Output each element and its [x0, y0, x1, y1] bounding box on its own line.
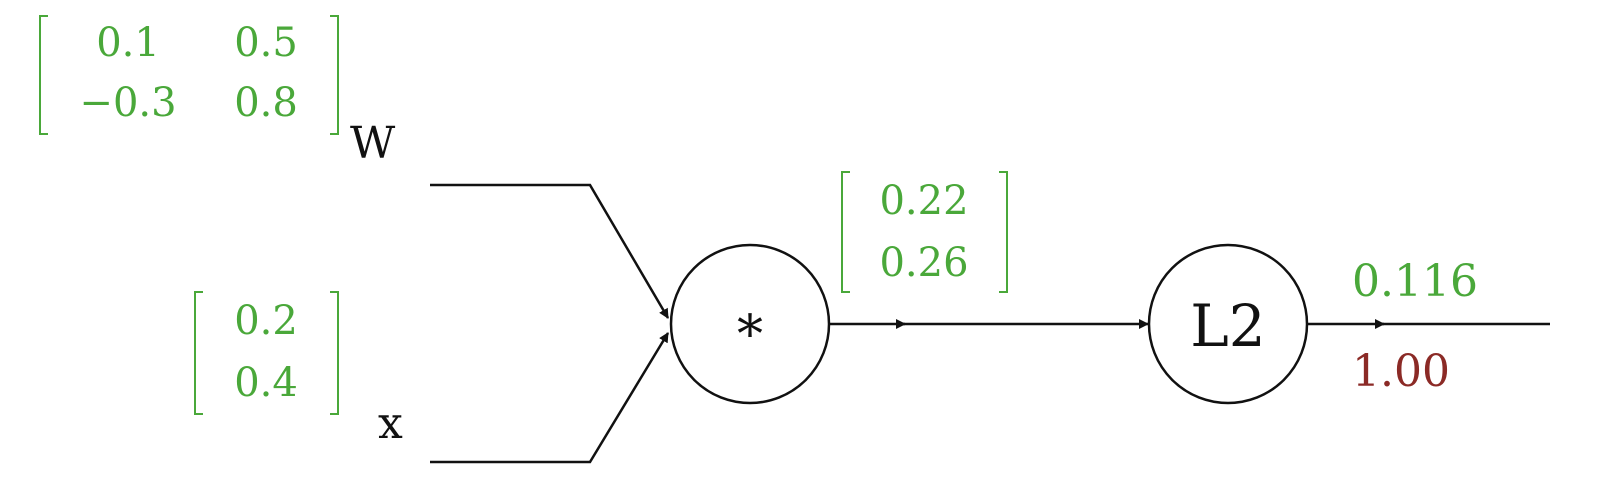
x-vector-r2: 0.4: [234, 360, 298, 406]
x-vector: 0.2 0.4: [194, 291, 339, 415]
multiply-output-right-bracket: [999, 171, 1008, 293]
multiply-output-r2: 0.26: [879, 240, 968, 286]
multiply-output-left-bracket: [841, 171, 850, 293]
w-matrix-r1c2: 0.5: [234, 20, 298, 66]
multiply-symbol: *: [737, 305, 763, 365]
x-vector-r1: 0.2: [234, 298, 298, 344]
x-label: x: [378, 398, 403, 449]
w-matrix-r2c2: 0.8: [234, 80, 298, 126]
l2-gradient-value: 1.00: [1352, 346, 1450, 397]
l2-symbol: L2: [1190, 292, 1265, 360]
w-matrix-r2c1: −0.3: [79, 80, 176, 126]
edge-w-to-multiply: [430, 183, 670, 319]
w-matrix-r1c1: 0.1: [96, 20, 160, 66]
w-label: W: [350, 118, 396, 169]
w-matrix-left-bracket: [39, 15, 48, 135]
edge-x-to-multiply: [430, 332, 670, 464]
l2-forward-value: 0.116: [1352, 256, 1478, 307]
multiply-output-r1: 0.22: [879, 178, 968, 224]
x-vector-right-bracket: [330, 291, 339, 415]
w-matrix: 0.1 0.5 −0.3 0.8: [39, 15, 339, 135]
l2-node: L2: [1147, 243, 1309, 405]
multiply-output-vector: 0.22 0.26: [841, 171, 1008, 293]
x-vector-left-bracket: [194, 291, 203, 415]
w-matrix-right-bracket: [330, 15, 339, 135]
multiply-node: *: [669, 243, 831, 405]
